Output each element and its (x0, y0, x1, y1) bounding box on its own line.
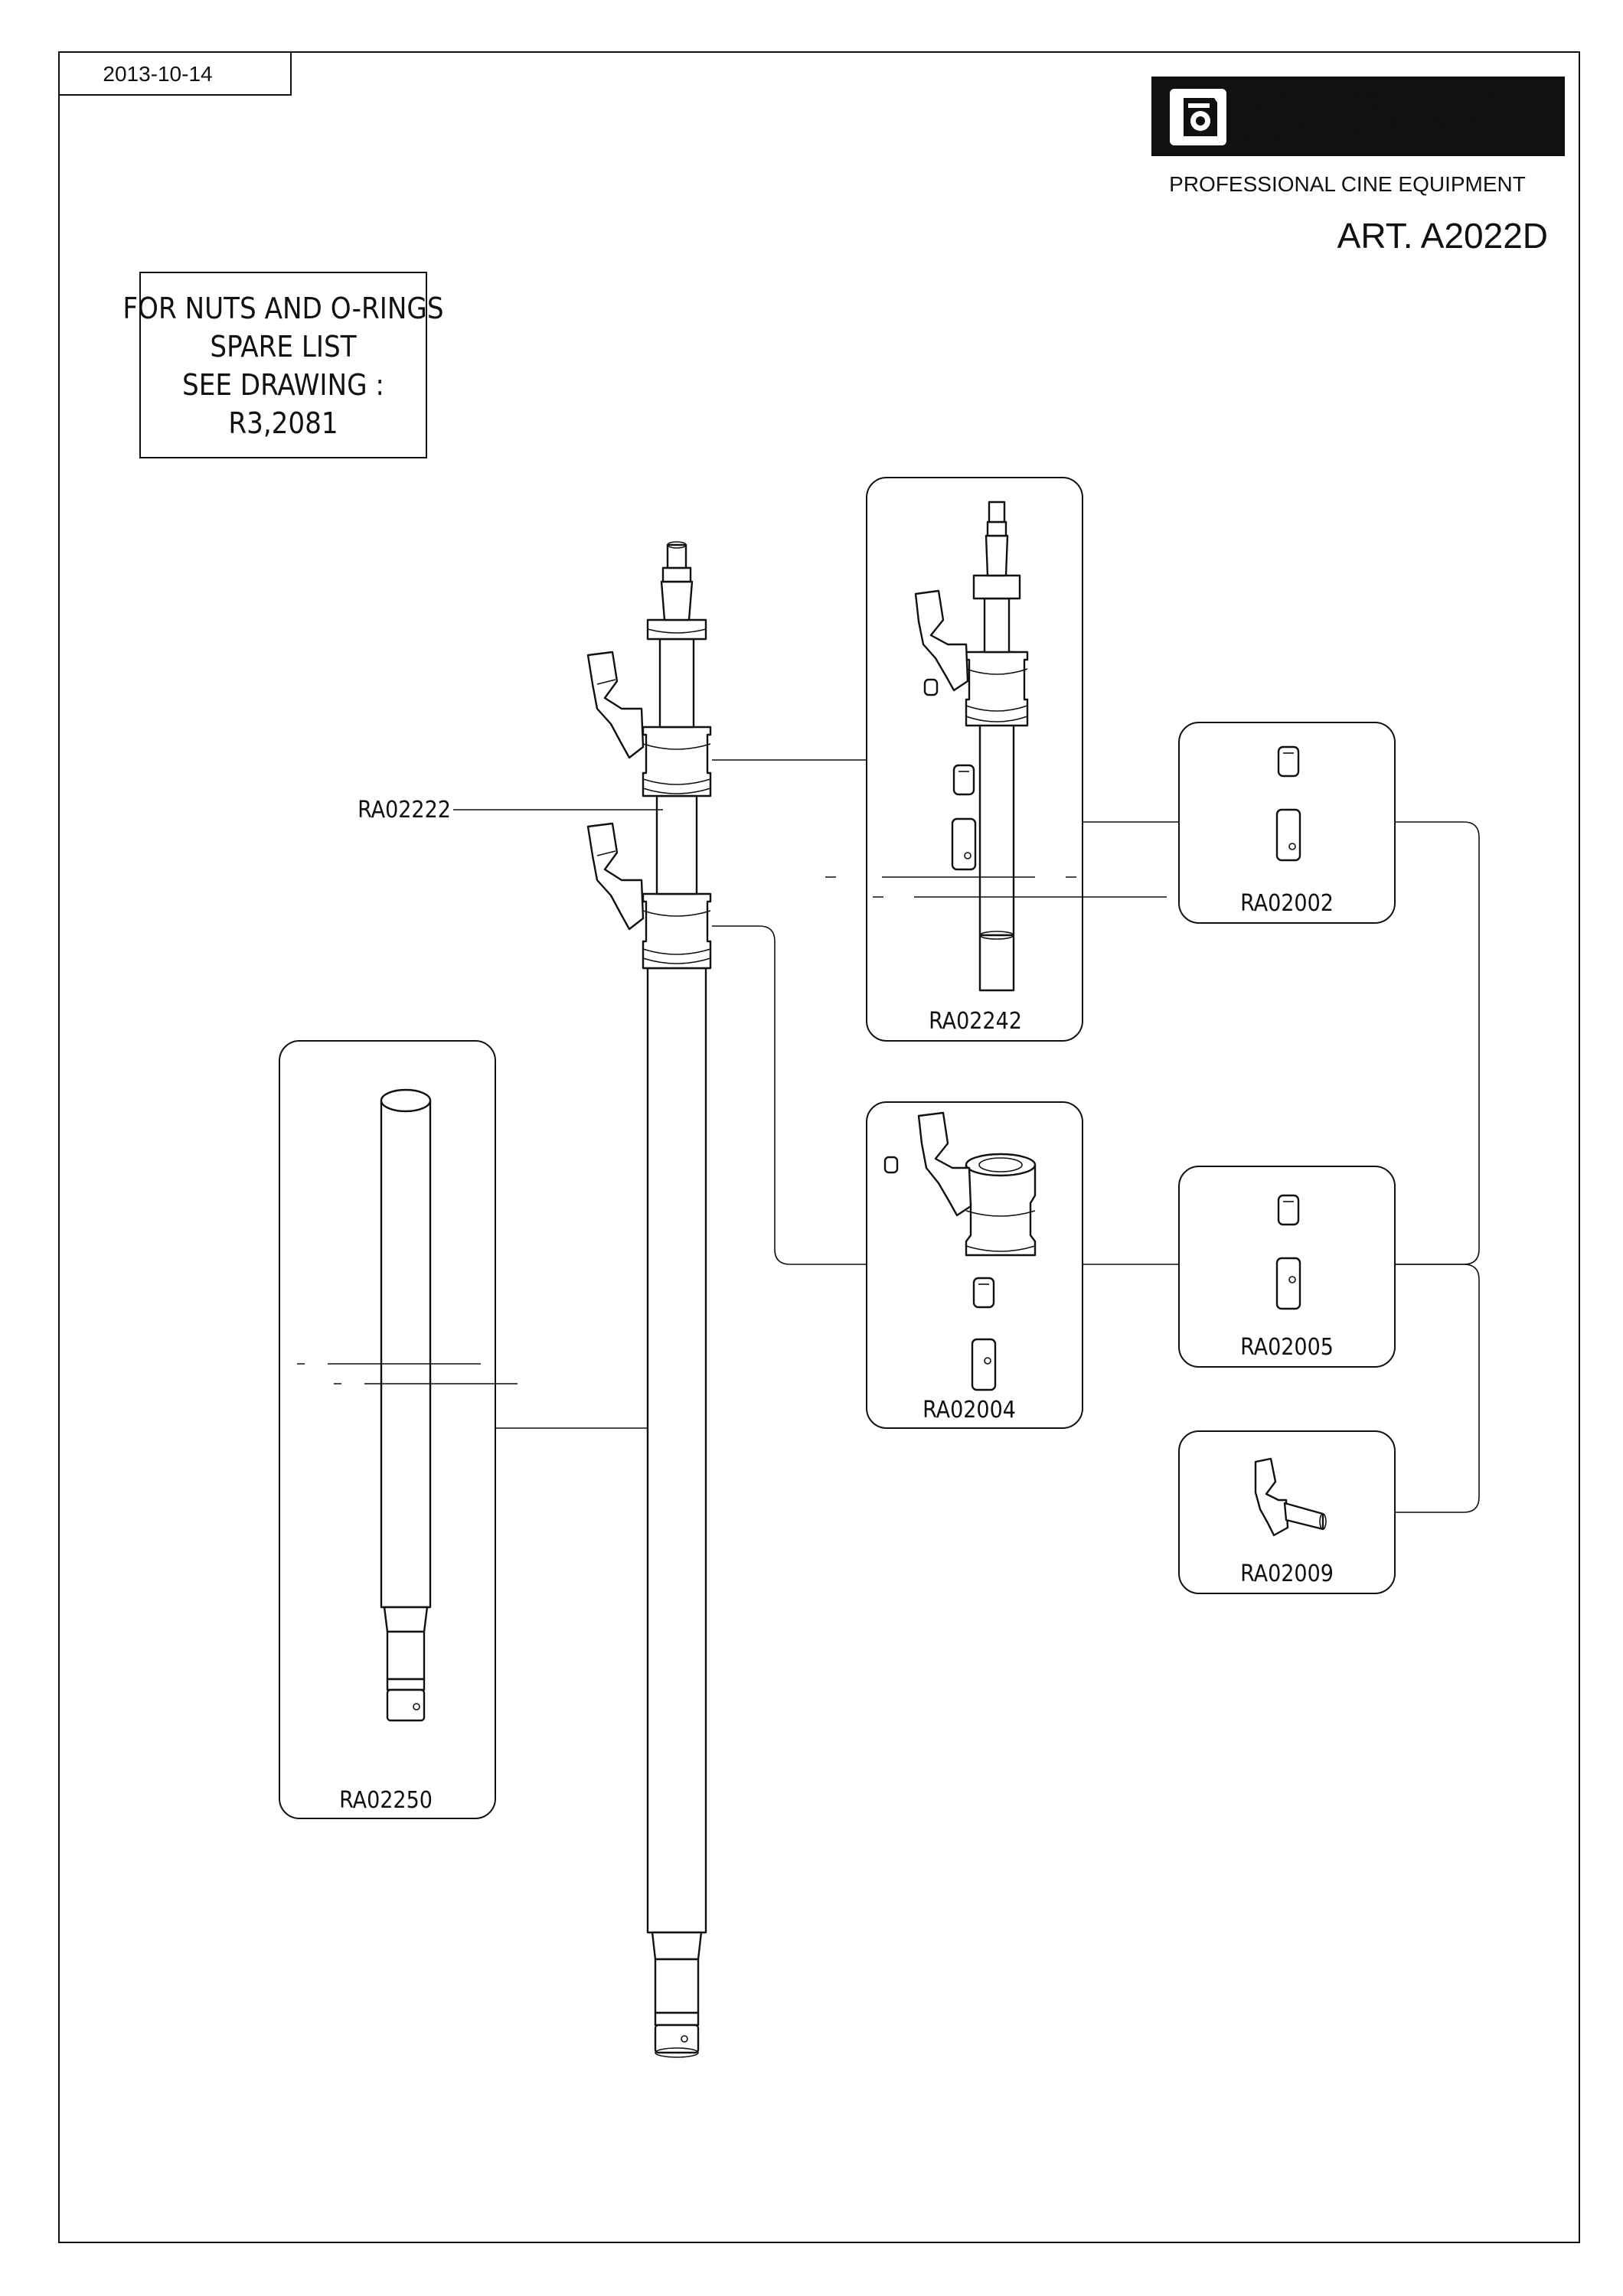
main-stand (586, 541, 712, 2058)
brand-logo-icon (1170, 89, 1226, 145)
panel-ra02002: RA02002 (1178, 722, 1396, 924)
panel-ra02005: RA02005 (1178, 1166, 1396, 1368)
note-line-2: SPARE LIST (210, 330, 356, 364)
part-label-ra02009: RA02009 (1240, 1561, 1334, 1587)
note-line-1: FOR NUTS AND O-RINGS (122, 292, 443, 325)
date-box: 2013-10-14 (58, 52, 292, 96)
part-label-ra02242: RA02242 (929, 1008, 1022, 1035)
date-label: 2013-10-14 (103, 62, 212, 86)
panel-ra02242: RA02242 (825, 477, 1171, 1042)
connector-lines (495, 759, 1480, 1513)
brand-logo: AVENGER (1151, 77, 1565, 156)
part-label-ra02002: RA02002 (1240, 890, 1334, 917)
note-line-3: SEE DRAWING : (182, 368, 384, 402)
note-line-4: R3,2081 (228, 406, 338, 440)
panel-ra02009: RA02009 (1178, 1430, 1396, 1594)
article-number: ART. A2022D (1337, 216, 1548, 256)
part-label-ra02005: RA02005 (1240, 1334, 1334, 1361)
panel-ra02250: RA02250 (279, 1040, 521, 1819)
brand-name: AVENGER (1239, 82, 1546, 149)
spare-list-note: FOR NUTS AND O-RINGS SPARE LIST SEE DRAW… (122, 272, 444, 458)
brand-tagline: PROFESSIONAL CINE EQUIPMENT (1169, 172, 1526, 196)
drawing-frame (58, 51, 1580, 2243)
part-label-ra02004: RA02004 (923, 1397, 1016, 1424)
part-label-ra02250: RA02250 (339, 1787, 433, 1814)
part-label-ra02222: RA02222 (358, 797, 451, 823)
panel-ra02004: RA02004 (866, 1101, 1083, 1429)
